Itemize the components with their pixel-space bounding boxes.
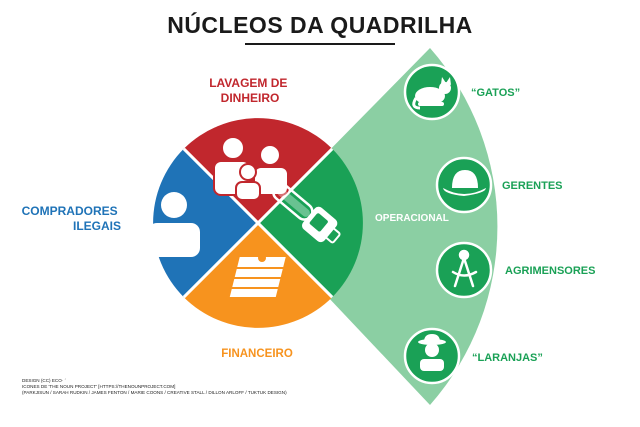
label-gerentes: GERENTES [502,180,563,192]
sector-compradores[interactable] [153,148,258,298]
role-gatos[interactable] [403,63,461,121]
credits-line: ICONES DE 'THE NOUN PROJECT' [HTTPS://TH… [22,384,176,389]
chainsaw-icon [272,183,341,244]
credits-line: DESIGN (CC) ECO· ´ [22,378,67,383]
farmer-icon [418,334,446,371]
label-compradores: COMPRADORES ILEGAIS [22,204,121,233]
label-gatos: “GATOS” [471,87,520,99]
family-icon [213,136,289,201]
operational-fan [258,48,498,405]
label-operacional: OPERACIONAL [375,213,449,224]
person-icon [148,192,200,257]
cat-icon [412,77,451,110]
label-laranjas: “LARANJAS” [472,352,543,364]
title-underline [245,43,395,45]
role-agrimensores[interactable] [435,241,493,299]
divider [182,147,334,299]
label-lavagem: LAVAGEM DE DINHEIRO [209,76,291,105]
label-agrimensores: AGRIMENSORES [505,265,595,277]
credits: DESIGN (CC) ECO· ´ ICONES DE 'THE NOUN P… [22,378,287,396]
compass-icon [451,249,478,288]
role-gerentes[interactable] [435,156,493,214]
page-title: NÚCLEOS DA QUADRILHA [167,12,473,38]
hat-icon [443,170,486,196]
money-stack-icon [227,254,289,299]
role-laranjas[interactable] [403,327,461,385]
credits-line: (PARKJISUN / SARAH RUDKIN / JAMES FENTON… [22,390,287,395]
label-financeiro: FINANCEIRO [221,348,293,360]
